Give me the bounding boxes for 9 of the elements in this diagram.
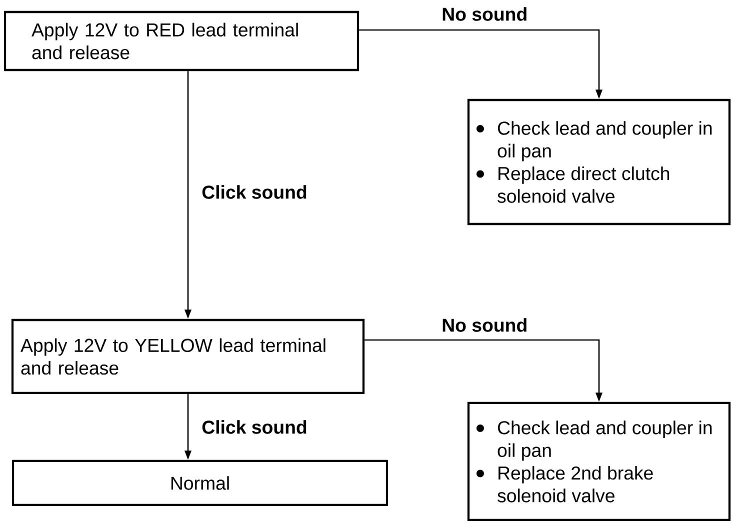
process-box: Check lead and coupler in oil pan Replace 2nd brake solenoid valve bbox=[467, 402, 731, 522]
edge-label: No sound bbox=[442, 7, 526, 21]
process-box: Check lead and coupler in oil pan Replace direct clutch solenoid valve bbox=[467, 98, 731, 226]
process-box: Apply 12V to RED lead terminal and release bbox=[4, 10, 360, 72]
edge-label: Click sound bbox=[202, 185, 306, 199]
process-box: Apply 12V to YELLOW lead terminal and release bbox=[11, 318, 365, 394]
process-box: Normal bbox=[12, 460, 388, 506]
edge-label: No sound bbox=[442, 318, 526, 332]
edge-label: Click sound bbox=[202, 420, 306, 434]
